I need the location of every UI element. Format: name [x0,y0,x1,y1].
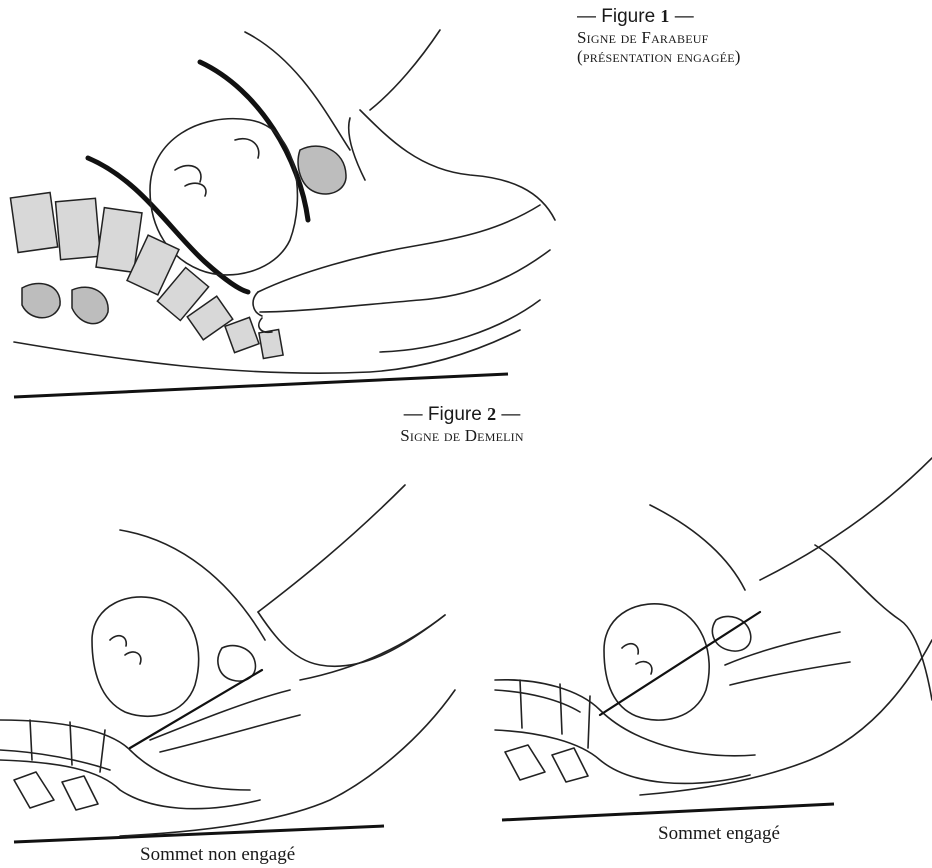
finger-axis-right [600,612,760,715]
figure-2-right-ground-line [502,804,834,820]
examiner-finger-right [725,632,840,665]
figure-2-right-drawing [495,458,932,820]
examiner-hand-right [815,545,932,700]
